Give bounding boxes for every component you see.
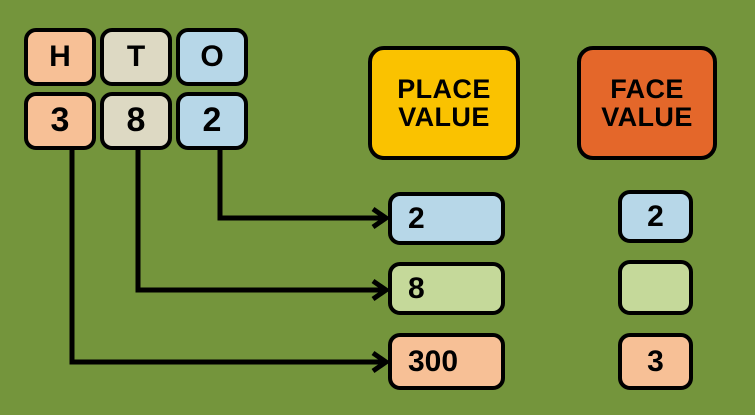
place-chart-digit-hundreds[interactable]: 3 (24, 92, 96, 150)
place-value-result-hundreds[interactable]: 300 (388, 333, 505, 390)
face-value-title-line2: VALUE (601, 102, 693, 132)
digit-label-tens: 8 (126, 101, 146, 140)
place-chart-header-tens[interactable]: T (100, 28, 172, 86)
place-value-result-ones[interactable]: 2 (388, 192, 505, 245)
face-value-result-hundreds-label: 3 (647, 344, 664, 378)
place-chart-digit-ones[interactable]: 2 (176, 92, 248, 150)
face-value-title: FACE VALUE (577, 46, 717, 160)
place-value-result-hundreds-label: 300 (408, 344, 459, 378)
digit-label-ones: 2 (202, 101, 222, 140)
connector-hundreds (69, 150, 384, 365)
connector-tens-arrowhead (371, 278, 391, 302)
connector-tens (135, 150, 384, 293)
place-value-title-line2: VALUE (398, 102, 490, 132)
face-value-result-tens[interactable] (618, 260, 693, 315)
header-label-tens: T (126, 40, 146, 74)
place-value-title-line1: PLACE (397, 73, 491, 104)
face-value-result-hundreds[interactable]: 3 (618, 333, 693, 390)
connector-ones (217, 150, 384, 221)
place-value-title: PLACE VALUE (368, 46, 520, 160)
place-chart-digit-tens[interactable]: 8 (100, 92, 172, 150)
place-value-result-tens[interactable]: 8 (388, 262, 505, 315)
place-value-result-ones-label: 2 (408, 201, 425, 235)
digit-label-hundreds: 3 (50, 101, 70, 140)
place-value-result-tens-label: 8 (408, 271, 425, 305)
header-label-ones: O (200, 40, 224, 74)
face-value-title-line1: FACE (610, 73, 684, 104)
header-label-hundreds: H (49, 40, 71, 74)
place-chart-header-hundreds[interactable]: H (24, 28, 96, 86)
connector-hundreds-arrowhead (371, 350, 391, 374)
face-value-result-ones[interactable]: 2 (618, 190, 693, 243)
place-chart-header-ones[interactable]: O (176, 28, 248, 86)
face-value-result-ones-label: 2 (647, 199, 664, 233)
connector-ones-arrowhead (371, 206, 391, 230)
